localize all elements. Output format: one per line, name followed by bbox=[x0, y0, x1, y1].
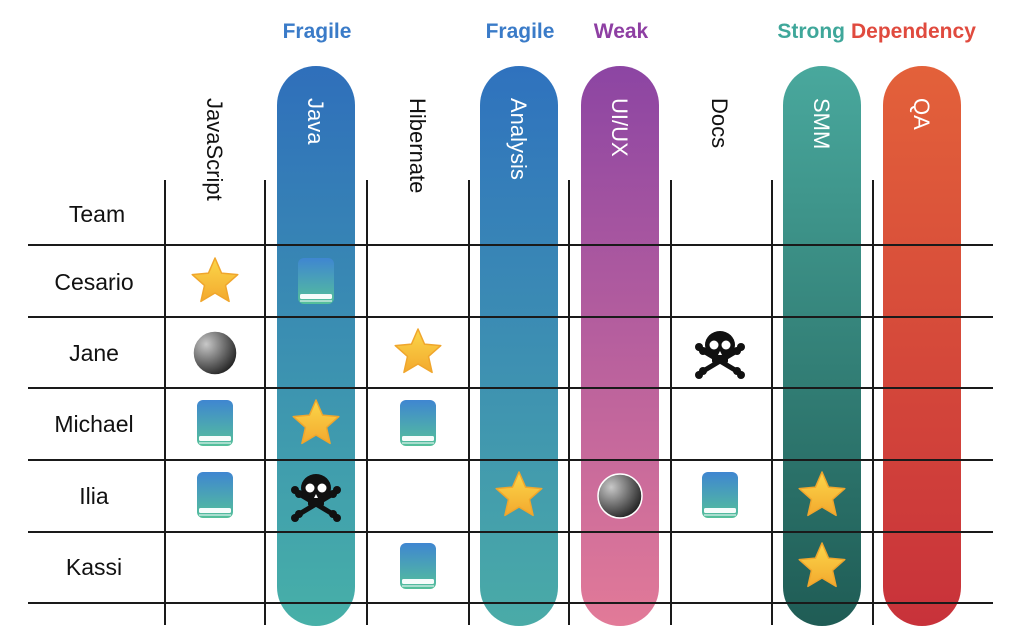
highlight-bar-analysis bbox=[480, 66, 558, 626]
status-label-strong: Strong bbox=[777, 20, 845, 43]
member-name-kassi: Kassi bbox=[66, 554, 122, 580]
book-icon bbox=[197, 400, 233, 446]
member-name-jane: Jane bbox=[69, 340, 119, 366]
member-name-ilia: Ilia bbox=[79, 483, 109, 509]
star-icon bbox=[798, 471, 846, 517]
book-icon bbox=[400, 400, 436, 446]
member-name-cesario: Cesario bbox=[54, 269, 133, 295]
book-icon bbox=[197, 472, 233, 518]
circle-icon bbox=[597, 473, 643, 519]
skull-crossbones-icon bbox=[291, 474, 341, 522]
book-icon bbox=[400, 543, 436, 589]
skull-crossbones-icon bbox=[695, 331, 745, 379]
highlight-bar-java bbox=[277, 66, 355, 626]
star-icon bbox=[394, 328, 442, 374]
highlight-bar-smm bbox=[783, 66, 861, 626]
status-label-dependency: Dependency bbox=[851, 20, 976, 43]
member-name-michael: Michael bbox=[54, 411, 133, 437]
skill-label-hibernate: Hibernate bbox=[405, 98, 430, 193]
star-icon bbox=[191, 257, 239, 303]
skill-label-smm: SMM bbox=[809, 98, 834, 149]
status-label-weak: Weak bbox=[594, 20, 649, 43]
skill-label-ui-ux: UI/UX bbox=[607, 98, 632, 157]
status-label-fragile: Fragile bbox=[283, 20, 352, 43]
skill-label-analysis: Analysis bbox=[506, 98, 531, 180]
star-icon bbox=[495, 471, 543, 517]
team-header: Team bbox=[69, 201, 125, 227]
skill-label-qa: QA bbox=[909, 98, 934, 130]
skill-label-java: Java bbox=[303, 98, 328, 145]
grid-lines bbox=[28, 180, 993, 625]
book-icon bbox=[702, 472, 738, 518]
highlight-bar-qa bbox=[883, 66, 961, 626]
cell-icons bbox=[191, 257, 846, 589]
skill-label-docs: Docs bbox=[707, 98, 732, 148]
circle-icon bbox=[192, 330, 238, 376]
star-icon bbox=[292, 399, 340, 445]
skill-label-javascript: JavaScript bbox=[202, 98, 227, 201]
status-label-fragile: Fragile bbox=[486, 20, 555, 43]
star-icon bbox=[798, 542, 846, 588]
book-icon bbox=[298, 258, 334, 304]
